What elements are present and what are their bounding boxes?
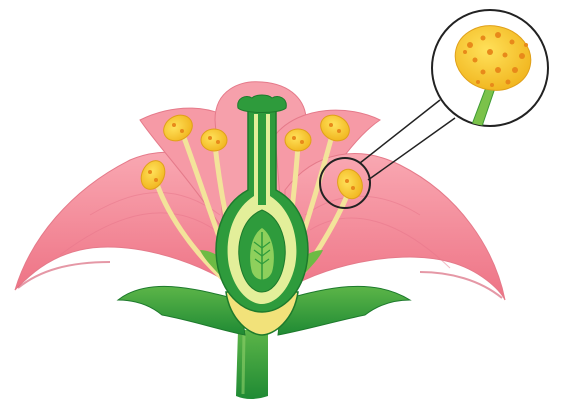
stigma (238, 95, 287, 113)
stem (236, 330, 268, 399)
anther (285, 129, 311, 151)
style (258, 112, 266, 205)
magnifier (432, 10, 548, 138)
anther (201, 129, 227, 151)
petal-right (285, 154, 505, 300)
